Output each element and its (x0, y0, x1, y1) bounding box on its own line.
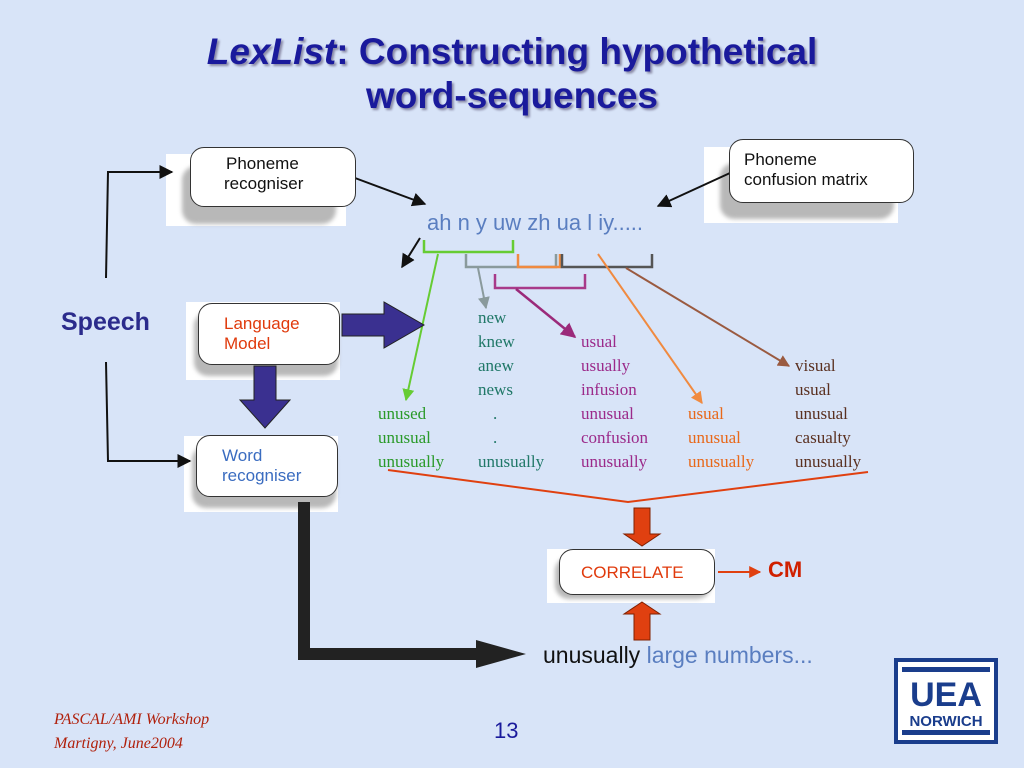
logo-line1: UEA (910, 676, 982, 714)
grey-arrow (477, 267, 490, 310)
footer-line2: Martigny, June2004 (54, 735, 183, 752)
matrix-to-string-arrow (656, 172, 731, 208)
phoneme-recogniser-box: Phoneme recogniser (190, 147, 356, 207)
string-down-arrow (401, 237, 421, 269)
confusion-matrix-box: Phoneme confusion matrix (729, 139, 914, 203)
candidate-word: new (478, 308, 507, 327)
slide-title: LexList: Constructing hypothetical word-… (0, 30, 1024, 118)
bracket-purple (493, 274, 587, 290)
purple-arrow (515, 288, 577, 338)
bracket-orange (516, 254, 562, 269)
candidate-word: unusually (795, 452, 862, 471)
candidate-word: visual (795, 356, 836, 375)
correlate-down-arrow (622, 507, 662, 547)
candidates-teal: new knew anew news . . unusually (478, 306, 544, 474)
candidate-word: unused (378, 404, 427, 423)
language-model-box: Language Model (198, 303, 340, 365)
output-text: unusually large numbers... (543, 642, 813, 669)
candidate-word: infusion (581, 380, 637, 399)
speech-to-phoneme-arrow (105, 165, 174, 279)
cm-label: CM (768, 557, 803, 582)
footer-line1: PASCAL/AMI Workshop (54, 711, 210, 728)
phoneme-to-string-arrow (354, 177, 427, 207)
uea-logo: UEA NORWICH (894, 658, 998, 744)
word-recogniser-box: Word recogniser (196, 435, 338, 497)
candidate-word: unusual (581, 404, 634, 423)
merge-lines (387, 469, 869, 504)
candidate-word: unusual (688, 428, 741, 447)
speech-label: Speech (61, 308, 150, 336)
candidate-dot: . (493, 404, 498, 423)
candidates-brown: visual usual unusual casualty unusually (795, 354, 861, 474)
candidates-green: unused unusual unusually (378, 402, 444, 474)
title-rest: : Constructing hypothetical (336, 31, 818, 72)
candidate-dot: . (493, 428, 498, 447)
candidate-word: usual (795, 380, 831, 399)
candidate-word: unusual (378, 428, 431, 447)
title-italic: LexList (206, 31, 337, 72)
candidates-orange: usual unusual unusually (688, 402, 754, 474)
speech-to-word-arrow (105, 361, 192, 468)
candidate-word: usually (581, 356, 631, 375)
output-rest: large numbers... (646, 642, 813, 668)
candidate-word: anew (478, 356, 514, 375)
candidate-word: confusion (581, 428, 649, 447)
footer: PASCAL/AMI Workshop Martigny, June2004 (54, 708, 209, 756)
lm-down-block-arrow (238, 365, 292, 429)
green-arrow (402, 253, 439, 402)
candidate-word: unusually (688, 452, 755, 471)
candidate-word: usual (688, 404, 724, 423)
bracket-dark (560, 254, 654, 269)
brown-arrow (625, 267, 791, 367)
candidate-word: unusually (581, 452, 648, 471)
title-line2: word-sequences (366, 75, 658, 116)
candidate-word: casualty (795, 428, 851, 447)
word-recogniser-output-arrow (476, 640, 526, 668)
page-number: 13 (494, 718, 519, 743)
bracket-green (422, 240, 515, 254)
candidate-word: usual (581, 332, 617, 351)
orange-arrow (597, 253, 703, 404)
logo-line2: NORWICH (909, 713, 982, 730)
candidate-word: news (478, 380, 513, 399)
candidate-word: unusual (795, 404, 848, 423)
candidates-purple: usual usually infusion unusual confusion… (581, 330, 648, 474)
correlate-up-arrow (622, 601, 662, 641)
candidate-word: knew (478, 332, 515, 351)
lm-right-block-arrow (341, 301, 426, 349)
candidate-word: unusually (378, 452, 445, 471)
bracket-grey (464, 254, 558, 269)
output-word: unusually (543, 642, 641, 668)
candidate-word: unusually (478, 452, 545, 471)
phoneme-string: ah n y uw zh ua l iy..... (427, 210, 644, 235)
correlate-box: CORRELATE (559, 549, 715, 595)
